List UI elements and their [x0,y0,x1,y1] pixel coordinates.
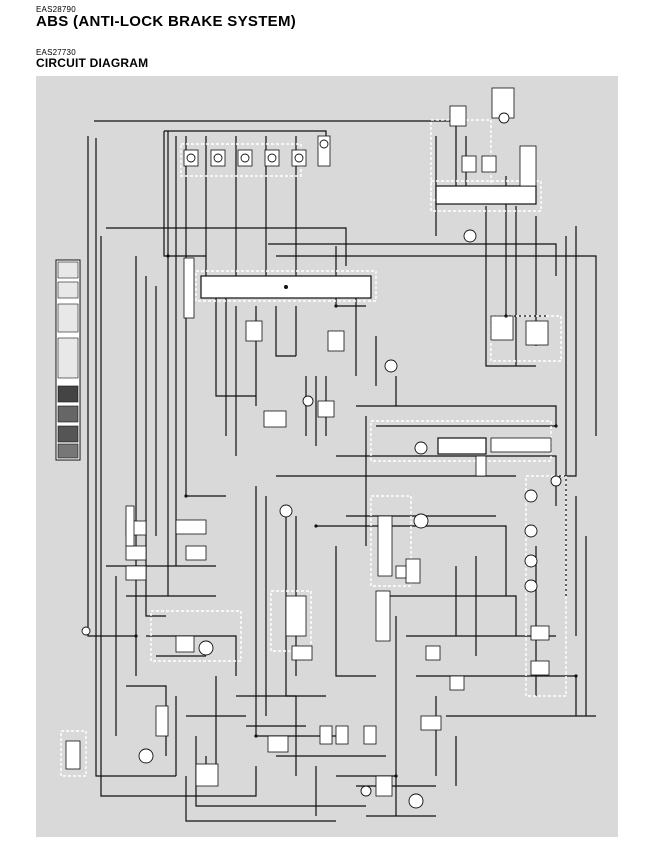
round-components [81,112,562,809]
abs-ecu [183,257,372,319]
page-title: ABS (ANTI-LOCK BRAKE SYSTEM) [36,13,297,30]
section-code: EAS28790 [36,5,76,14]
connector-legend [55,259,81,461]
small-connectors [65,315,552,797]
junction-dots [134,254,578,778]
connector-groups [60,119,567,777]
circuit-diagram [36,76,618,837]
top-connectors [183,87,537,187]
diagram-code: EAS27730 [36,48,76,57]
diagram-title: CIRCUIT DIAGRAM [36,56,149,70]
circuit-diagram-drawing [55,87,597,822]
wiring-harness [87,120,597,822]
hydraulic-unit-block [435,185,537,455]
